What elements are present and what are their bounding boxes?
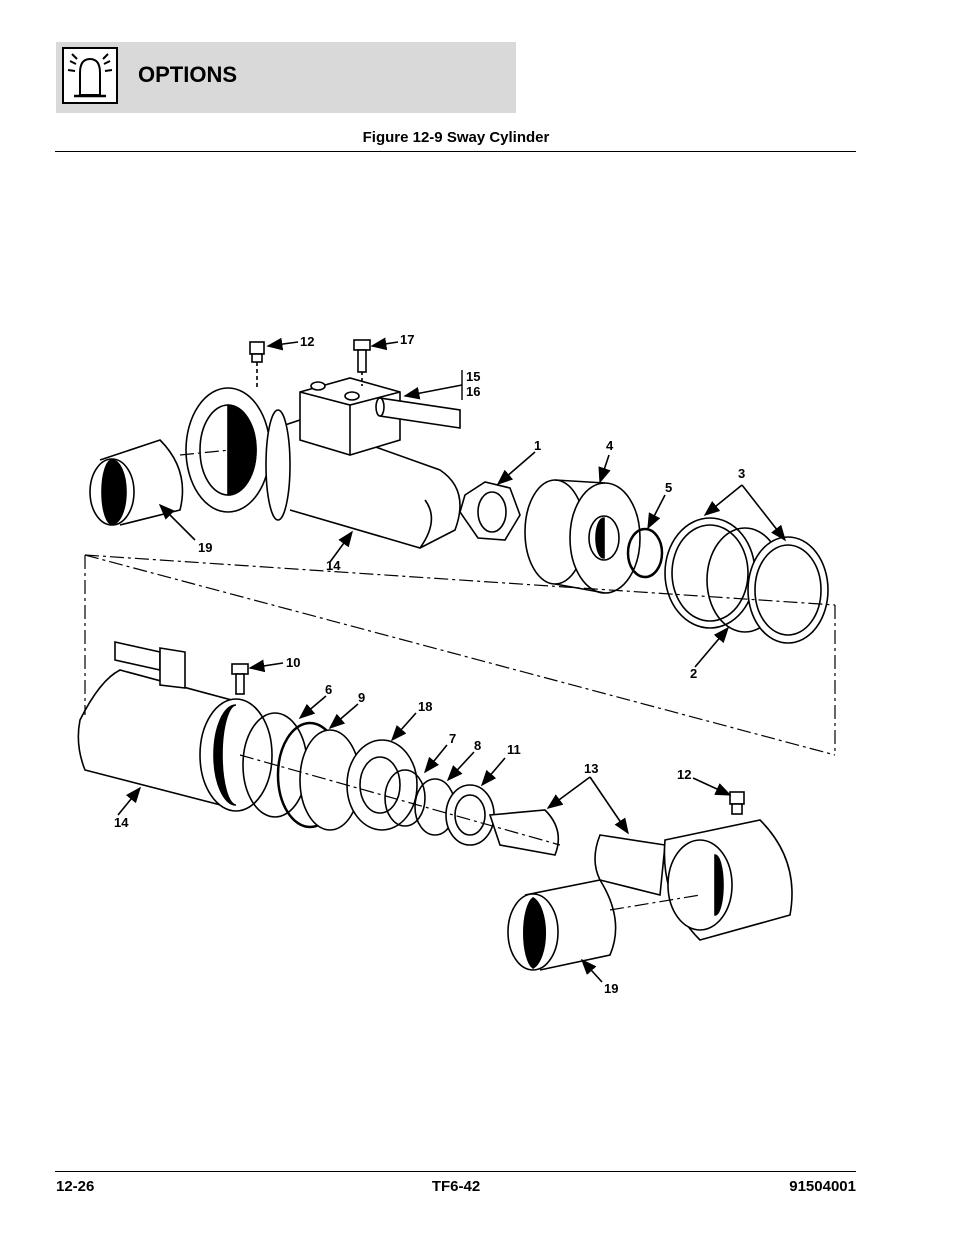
callout-12-upper: 12 <box>300 334 314 349</box>
callout-11: 11 <box>507 742 521 757</box>
footer-rule <box>55 1171 856 1172</box>
callout-16: 16 <box>466 384 480 399</box>
rod-13 <box>488 809 666 897</box>
callout-18: 18 <box>418 699 432 714</box>
callout-6: 6 <box>325 682 332 697</box>
document-number: 91504001 <box>789 1178 856 1195</box>
seal-7 <box>384 769 426 827</box>
callout-2: 2 <box>690 666 697 681</box>
bushing-lower <box>507 879 617 971</box>
callout-19-upper: 19 <box>198 540 212 555</box>
callout-15: 15 <box>466 369 480 384</box>
beacon-light-icon <box>62 47 118 104</box>
callout-9: 9 <box>358 690 365 705</box>
o-ring-5 <box>626 527 664 579</box>
callout-14-upper: 14 <box>326 558 341 573</box>
lower-barrel <box>77 641 273 812</box>
callout-4: 4 <box>606 438 614 453</box>
wear-rings-3 <box>664 517 829 644</box>
callout-13: 13 <box>584 761 598 776</box>
page-number: 12-26 <box>56 1178 95 1195</box>
section-header-band <box>56 42 516 113</box>
upper-barrel-assembly <box>185 377 461 549</box>
nut-1 <box>459 481 521 541</box>
model-number: TF6-42 <box>431 1178 481 1195</box>
callout-5: 5 <box>665 480 672 495</box>
callout-8: 8 <box>474 738 481 753</box>
bushing-upper <box>89 439 184 526</box>
callout-7: 7 <box>449 731 456 746</box>
piston-4 <box>524 479 641 594</box>
section-title: OPTIONS <box>138 62 238 87</box>
bolt-17 <box>353 339 371 386</box>
callout-3: 3 <box>738 466 745 481</box>
grease-fitting-upper <box>249 341 265 390</box>
figure-caption: Figure 12-9 Sway Cylinder <box>362 129 550 146</box>
callout-10: 10 <box>286 655 300 670</box>
bolt-10 <box>231 663 249 695</box>
callout-12-lower: 12 <box>677 767 691 782</box>
rod-eye <box>663 819 793 941</box>
wiper-11 <box>445 784 495 846</box>
callout-17: 17 <box>400 332 414 347</box>
head-18 <box>299 729 418 831</box>
callout-1: 1 <box>534 438 541 453</box>
header-rule <box>55 151 856 152</box>
grease-fitting-lower <box>729 791 745 815</box>
callout-19-lower: 19 <box>604 981 618 996</box>
callout-14-lower: 14 <box>114 815 129 830</box>
